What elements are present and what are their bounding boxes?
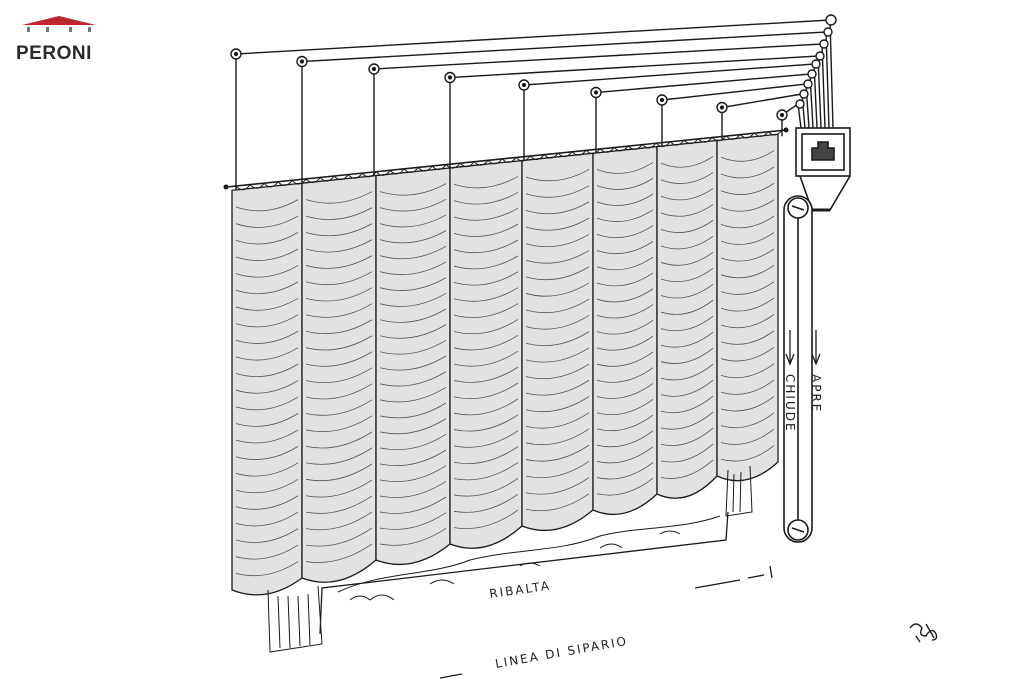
logo-wordmark: PERONI	[16, 43, 92, 64]
counterweight-box	[795, 127, 851, 212]
stage-floor	[319, 511, 773, 679]
curtain-panel	[375, 167, 451, 566]
peroni-logo: PERONI	[14, 16, 104, 64]
artist-signature-icon	[909, 623, 938, 643]
label-apre: APRE	[809, 374, 823, 413]
winch-mechanism	[783, 195, 813, 543]
label-ribalta: RIBALTA	[488, 578, 551, 600]
curtain-panel	[592, 145, 658, 516]
side-drapes	[267, 465, 753, 653]
curtain-panel	[716, 133, 779, 482]
direction-arrows	[785, 330, 821, 366]
pulley-cables	[230, 14, 837, 193]
curtain-rod	[223, 127, 789, 191]
curtain-panel	[521, 152, 594, 532]
roof-logo-icon	[22, 16, 96, 32]
label-linea-di-sipario: LINEA DI SIPARIO	[494, 634, 629, 671]
curtain-panel	[656, 139, 718, 499]
label-chiude: CHIUDE	[783, 374, 797, 433]
curtain-panel	[231, 182, 303, 596]
curtain-panels	[231, 133, 779, 596]
curtain-panel	[449, 159, 523, 549]
curtain-panel	[301, 174, 377, 583]
